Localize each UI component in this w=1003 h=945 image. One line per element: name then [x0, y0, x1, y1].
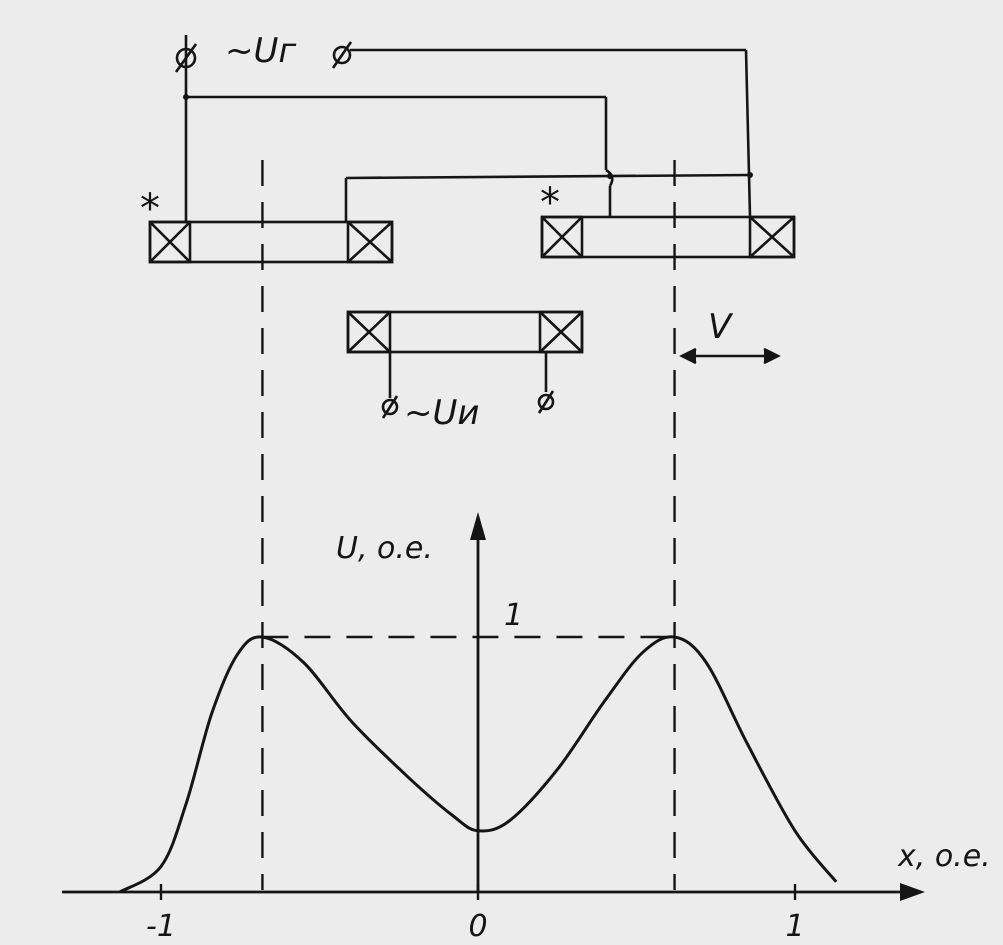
- coil-measuring: [346, 310, 584, 398]
- junction-dot: [183, 94, 189, 100]
- coil-left: [148, 220, 394, 264]
- generator-voltage-label: ~Uг: [225, 31, 297, 71]
- terminal-uu-right: [537, 390, 555, 414]
- junction-dot: [607, 173, 613, 179]
- wire-link-bus: [345, 173, 753, 180]
- star-marker-right: *: [540, 180, 560, 226]
- y-tick-label: 1: [504, 598, 523, 633]
- wire-right-terminal-drop: [744, 49, 752, 217]
- x-tick-label: 1: [785, 909, 804, 944]
- x-tick-label: 0: [468, 909, 487, 944]
- x-axis-label: x, o.e.: [897, 839, 991, 874]
- y-axis-arrowhead: [470, 512, 486, 540]
- terminal-uu-left: [381, 395, 399, 419]
- junction-dot: [747, 172, 753, 178]
- excitation-circuit: [184, 35, 753, 222]
- measured-voltage-label: ~Uи: [404, 393, 479, 433]
- y-axis-label: U, o.e.: [336, 531, 433, 566]
- velocity-label: V: [708, 307, 734, 347]
- guide-lines: [261, 160, 676, 890]
- graph-axes: [62, 512, 925, 901]
- x-tick-label: -1: [146, 909, 176, 944]
- terminal-ur-right: [331, 41, 353, 69]
- star-marker-left: *: [140, 186, 160, 232]
- axis-ticks: -1 0 1 1: [146, 598, 805, 944]
- x-axis-arrowhead: [900, 883, 925, 901]
- signal-curve: [119, 635, 838, 894]
- curve-layer: [119, 635, 838, 894]
- velocity-arrow: [679, 347, 781, 365]
- coil-right: [540, 215, 796, 259]
- terminal-ur-left: [174, 43, 198, 73]
